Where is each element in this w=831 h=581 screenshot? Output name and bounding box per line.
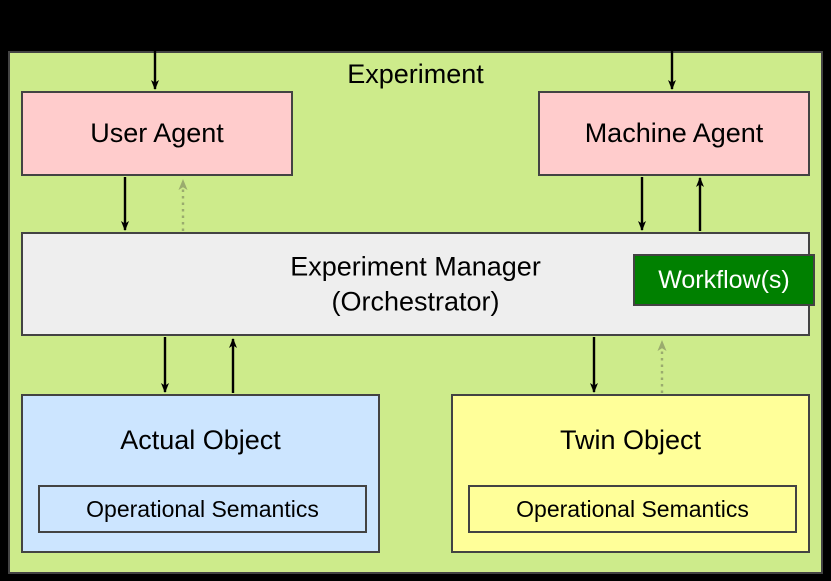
- user-agent-label: User Agent: [90, 118, 224, 148]
- experiment-manager-label-line2: (Orchestrator): [331, 286, 500, 316]
- experiment-title: Experiment: [347, 59, 484, 89]
- node-actual-object[interactable]: Actual Object Operational Semantics: [21, 394, 380, 553]
- node-twin-object[interactable]: Twin Object Operational Semantics: [451, 394, 810, 553]
- twin-object-semantics-box[interactable]: Operational Semantics: [468, 485, 797, 533]
- twin-object-semantics-label: Operational Semantics: [516, 495, 749, 522]
- node-user-agent[interactable]: User Agent: [21, 91, 293, 176]
- actual-object-semantics-label: Operational Semantics: [86, 495, 319, 522]
- actual-object-label: Actual Object: [120, 425, 281, 455]
- experiment-manager-label-line1: Experiment Manager: [290, 251, 541, 282]
- workflow-box[interactable]: Workflow(s): [633, 254, 815, 306]
- node-machine-agent[interactable]: Machine Agent: [538, 91, 810, 176]
- actual-object-semantics-box[interactable]: Operational Semantics: [38, 485, 367, 533]
- workflow-label: Workflow(s): [658, 266, 790, 294]
- experiment-manager-label: Experiment Manager (Orchestrator): [23, 249, 808, 318]
- twin-object-label: Twin Object: [559, 425, 702, 455]
- node-experiment-manager[interactable]: Experiment Manager (Orchestrator) Workfl…: [21, 232, 815, 336]
- machine-agent-label: Machine Agent: [584, 118, 764, 148]
